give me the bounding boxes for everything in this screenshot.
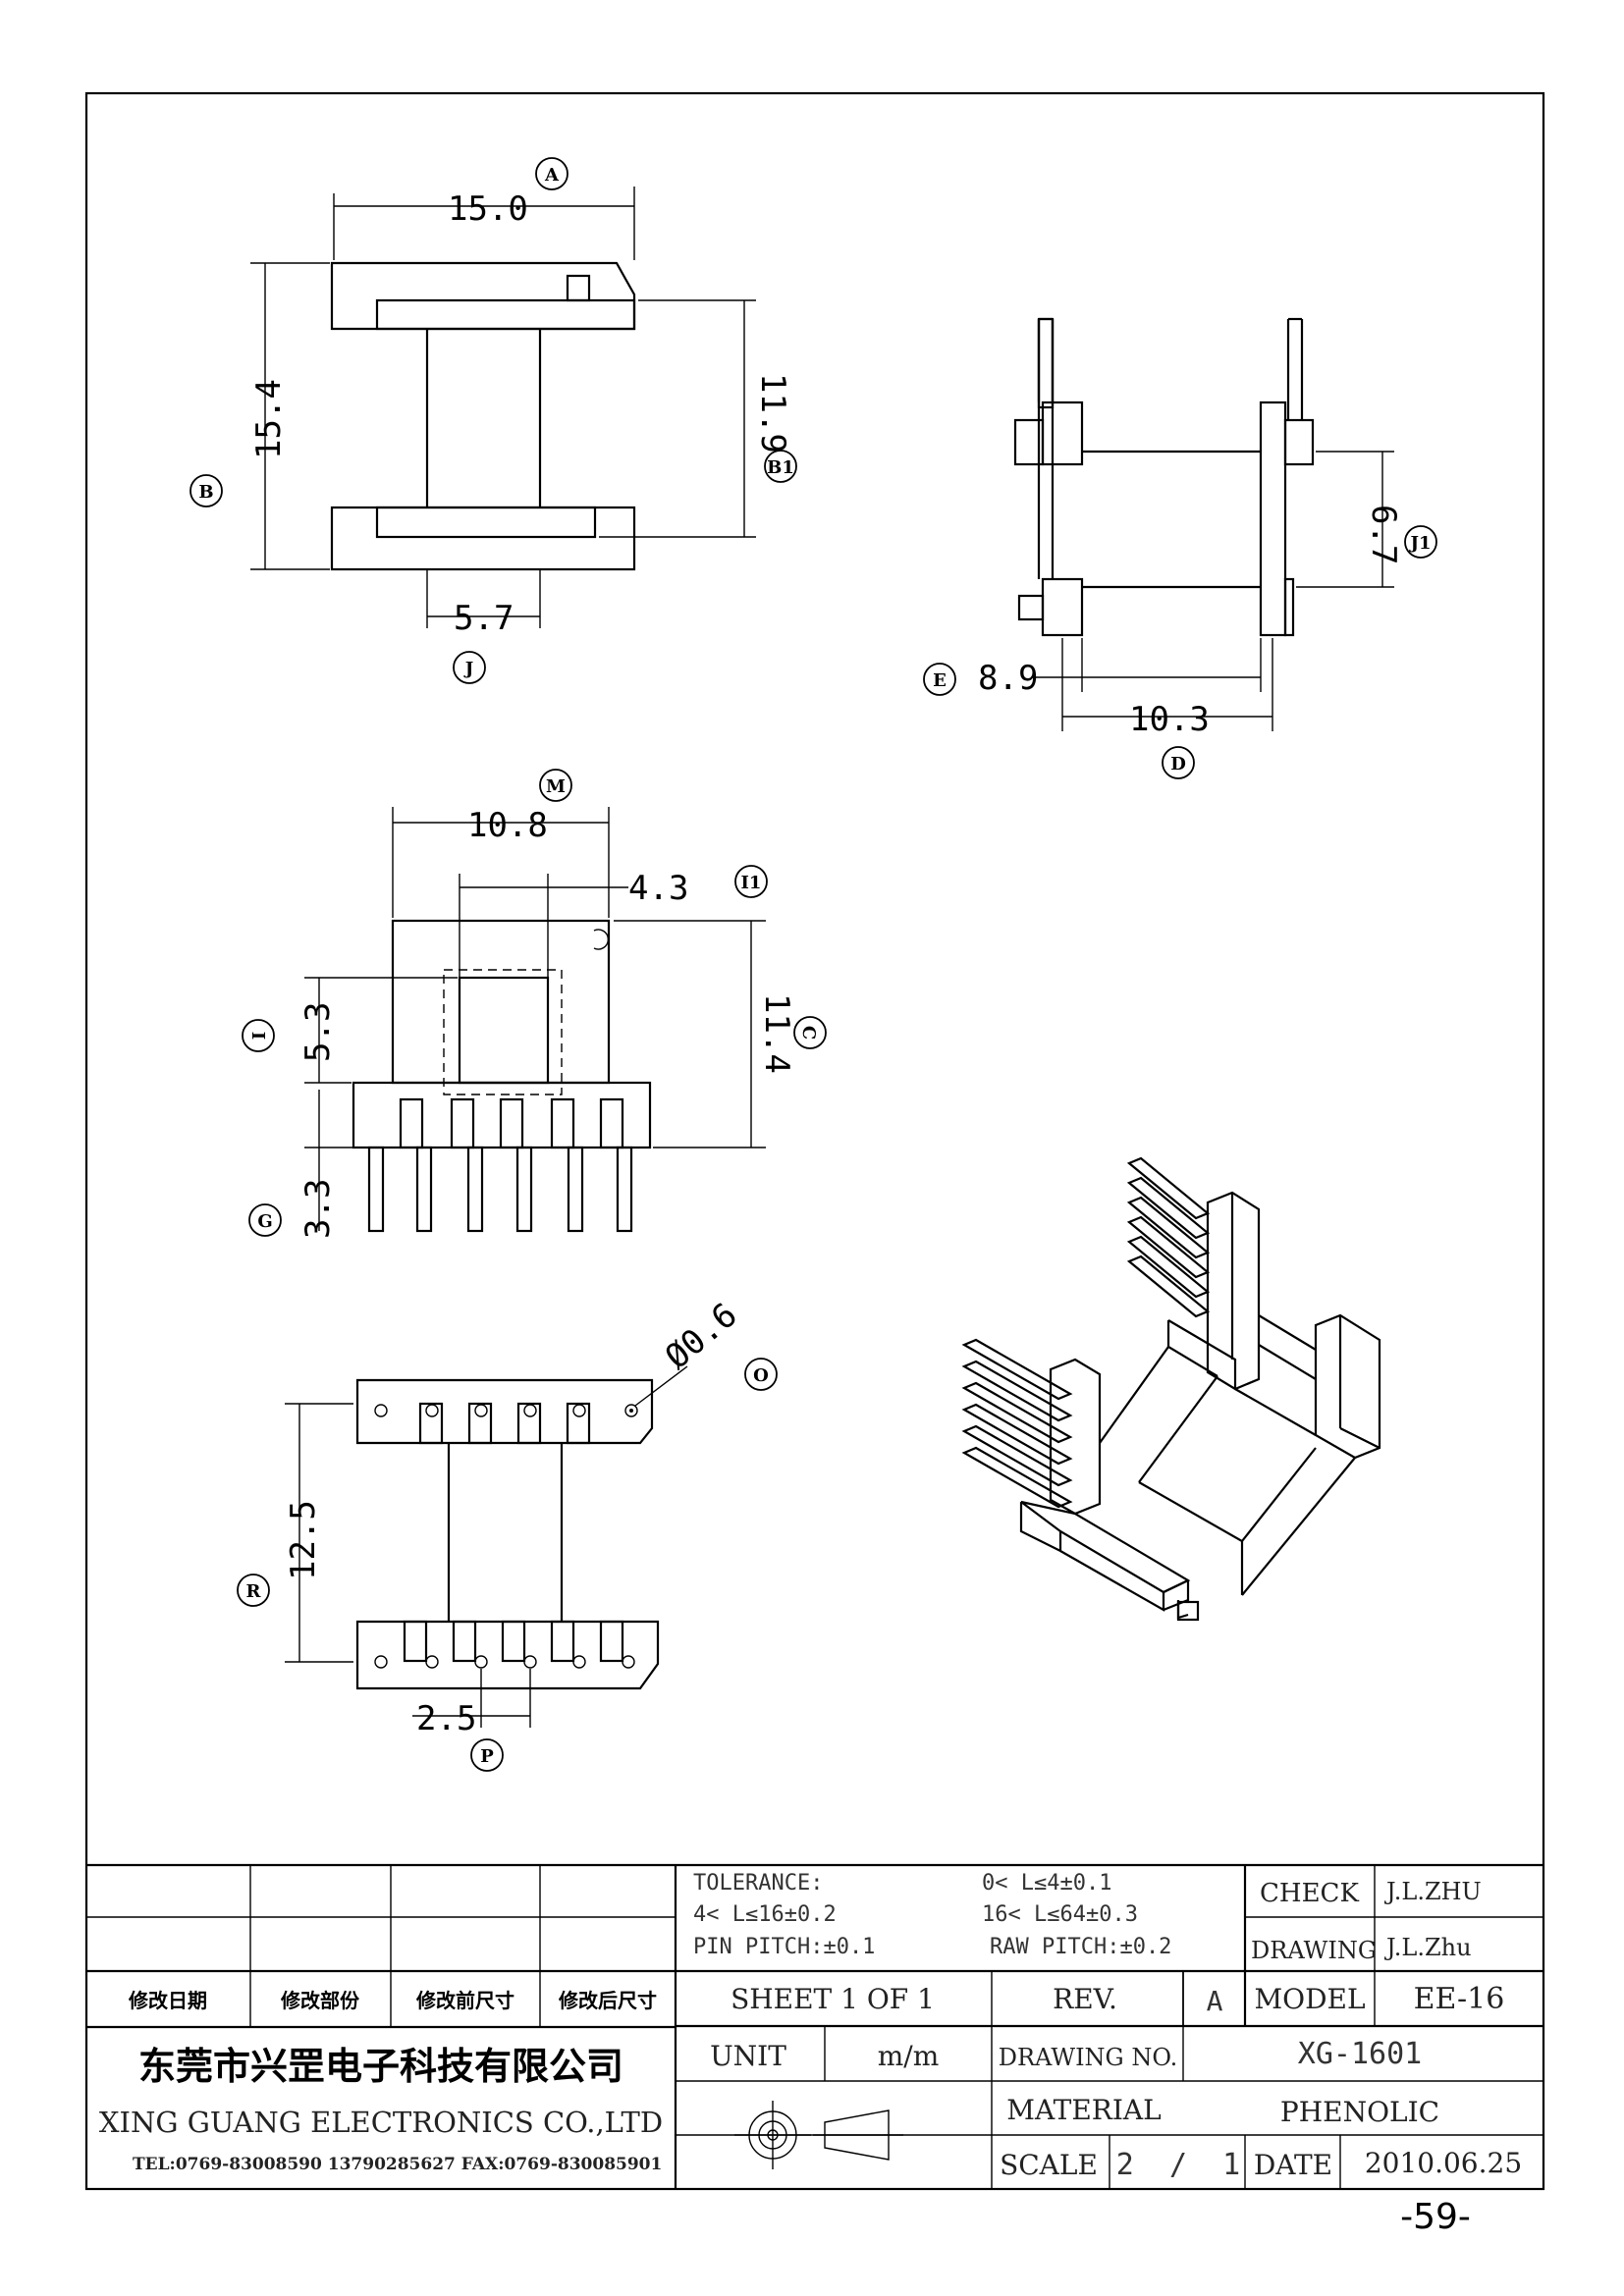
company-name-en: XING GUANG ELECTRONICS CO.,LTD (99, 2106, 663, 2139)
bubble-j1: J1 (1404, 525, 1437, 559)
dim-o-value: Ø0.6 (658, 1296, 744, 1377)
drawing-number-label: DRAWING NO. (999, 2044, 1178, 2071)
bubble-m: M (539, 769, 572, 802)
bubble-b: B (189, 474, 223, 507)
svg-text:D: D (1170, 754, 1186, 774)
page-number: -59- (1400, 2197, 1471, 2237)
raw-pitch-tolerance: RAW PITCH:±0.2 (990, 1935, 1171, 1959)
svg-text:P: P (480, 1746, 494, 1767)
unit-label: UNIT (710, 2040, 786, 2072)
dim-i-value: 5.3 (298, 1002, 338, 1062)
callout-bubbles: A B B1 J J1 E D M I1 I C G O R P (189, 157, 1437, 1772)
svg-text:M: M (546, 776, 566, 797)
model-label: MODEL (1254, 1983, 1365, 2015)
dim-r-value: 12.5 (284, 1500, 323, 1580)
bubble-r: R (237, 1574, 270, 1607)
dim-j-value: 5.7 (454, 599, 514, 638)
bubble-b1: B1 (764, 450, 797, 483)
tolerance-label: TOLERANCE: (693, 1871, 823, 1896)
check-label: CHECK (1260, 1879, 1359, 1908)
tolerance-range-3: 16< L≤64±0.3 (982, 1902, 1138, 1927)
scale-label: SCALE (1000, 2149, 1098, 2181)
scale-value: 2 / 1 (1116, 2148, 1240, 2182)
projection-symbol-icon (734, 2101, 903, 2169)
dim-b-value: 15.4 (249, 379, 289, 459)
dim-i1-value: 4.3 (628, 869, 688, 908)
bubble-a: A (535, 157, 568, 190)
model-value: EE-16 (1414, 1982, 1505, 2016)
side-view: 6.7 8.9 10.3 (978, 317, 1403, 739)
dim-a-value: 15.0 (448, 189, 528, 229)
svg-text:B: B (198, 482, 213, 503)
material-label: MATERIAL (1006, 2094, 1161, 2126)
bubble-o: O (744, 1358, 778, 1391)
svg-text:J1: J1 (1408, 533, 1431, 554)
bubble-i1: I1 (734, 865, 768, 898)
dim-b1-value: 11.9 (753, 373, 792, 454)
bubble-e: E (923, 663, 956, 696)
bottom-view: Ø0.6 12.5 2.5 (284, 1296, 745, 1738)
rev-header-date: 修改日期 (128, 1989, 207, 2012)
rev-value: A (1207, 1985, 1223, 2017)
svg-text:C: C (798, 1026, 819, 1040)
date-value: 2010.06.25 (1365, 2147, 1522, 2179)
front-view: 10.8 4.3 5.3 11.4 3.3 (298, 806, 796, 1239)
bubble-j: J (453, 651, 486, 684)
drawing-border (84, 91, 1545, 2191)
company-name-cn: 东莞市兴罡电子科技有限公司 (138, 2045, 623, 2088)
svg-text:I1: I1 (741, 873, 762, 893)
drawing-label: DRAWING (1251, 1937, 1377, 1964)
dim-p-value: 2.5 (416, 1699, 476, 1738)
bubble-i: I (242, 1019, 275, 1052)
unit-value: m/m (878, 2040, 940, 2072)
sheet-number: SHEET 1 OF 1 (731, 1983, 935, 2015)
date-label: DATE (1254, 2149, 1332, 2181)
dim-j1-value: 6.7 (1364, 505, 1403, 564)
dim-g-value: 3.3 (298, 1179, 338, 1239)
dim-e-value: 8.9 (978, 659, 1038, 698)
bubble-d: D (1162, 746, 1195, 779)
svg-text:J: J (463, 659, 474, 679)
material-value: PHENOLIC (1280, 2096, 1439, 2128)
svg-text:I: I (249, 1032, 270, 1040)
dim-d-value: 10.3 (1129, 700, 1210, 739)
rev-header-part: 修改部份 (280, 1989, 360, 2012)
rev-header-after: 修改后尺寸 (558, 1989, 657, 2012)
bubble-g: G (248, 1203, 282, 1237)
dim-m-value: 10.8 (467, 806, 548, 845)
svg-text:E: E (933, 670, 947, 691)
svg-text:G: G (257, 1211, 272, 1232)
pin-pitch-tolerance: PIN PITCH:±0.1 (693, 1935, 875, 1959)
drawing-number-value: XG-1601 (1298, 2037, 1422, 2071)
drawing-value: J.L.Zhu (1383, 1934, 1472, 1961)
company-contact: TEL:0769-83008590 13790285627 FAX:0769-8… (133, 2155, 662, 2174)
svg-text:A: A (544, 165, 560, 186)
bubble-c: C (793, 1016, 827, 1049)
tolerance-range-2: 4< L≤16±0.2 (693, 1902, 837, 1927)
title-block: TOLERANCE: 0< L≤4±0.1 4< L≤16±0.2 16< L≤… (86, 1863, 1543, 2189)
check-value: J.L.ZHU (1383, 1878, 1482, 1905)
rev-label: REV. (1053, 1983, 1117, 2015)
tolerance-range-1: 0< L≤4±0.1 (982, 1871, 1111, 1896)
rev-header-before: 修改前尺寸 (415, 1989, 514, 2012)
svg-text:R: R (246, 1581, 262, 1602)
dim-c-value: 11.4 (757, 993, 796, 1074)
svg-text:O: O (753, 1365, 769, 1386)
top-view: 15.0 15.4 11.9 5.7 (249, 187, 792, 638)
bubble-p: P (470, 1738, 504, 1772)
isometric-view (961, 1156, 1381, 1622)
svg-text:B1: B1 (767, 457, 794, 478)
